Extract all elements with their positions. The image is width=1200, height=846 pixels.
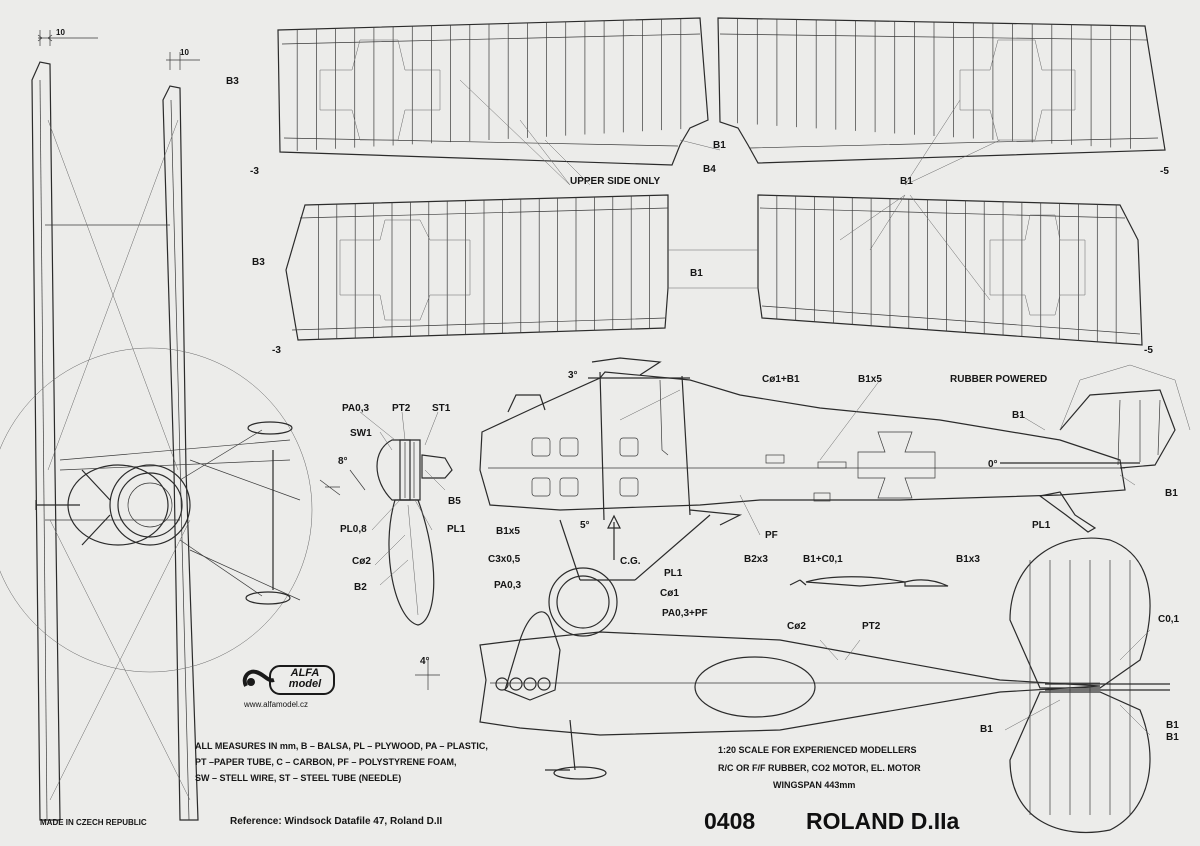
uw-label-b3: B3 <box>226 76 239 87</box>
legend-line-2: PT –PAPER TUBE, C – CARBON, PF – POLYSTY… <box>195 757 457 767</box>
uw-label-b1-center: B1 <box>713 140 726 151</box>
nose-label-pl08: PL0,8 <box>340 524 367 535</box>
fs-label-b1-tail: B1 <box>1012 410 1025 421</box>
plan-number: 0408 <box>704 808 756 834</box>
lw-label-b1: B1 <box>690 268 703 279</box>
lw-label-b3: B3 <box>252 257 265 268</box>
legend-line-1: ALL MEASURES IN mm, B – BALSA, PL – PLYW… <box>195 741 488 751</box>
fuselage-top-drawing <box>479 611 1101 780</box>
fs-label-pl1-skid: PL1 <box>1032 520 1051 531</box>
wheel-label-pa03pf: PA0,3+PF <box>662 608 708 619</box>
uw-label-b1-right: B1 <box>900 176 913 187</box>
nose-label-st1: ST1 <box>432 403 451 414</box>
nose-label-pa03: PA0,3 <box>342 403 370 414</box>
wheel-label-pl1: PL1 <box>664 568 683 579</box>
nose-label-c2: Cø2 <box>352 556 371 567</box>
nose-label-8deg: 8° <box>338 456 348 467</box>
nose-label-sw1: SW1 <box>350 428 372 439</box>
nose-parts-drawing <box>319 411 453 626</box>
fs-label-cg: C.G. <box>620 556 641 567</box>
top-label-c01: C0,1 <box>1158 614 1180 625</box>
alfa-logo: ALFA model <box>238 662 338 696</box>
scale-line-1: 1:20 SCALE FOR EXPERIENCED MODELLERS <box>718 745 917 755</box>
section-label-b1c01: B1+C0,1 <box>803 554 843 565</box>
lower-wing-drawing <box>285 194 1143 346</box>
nose-label-pl1: PL1 <box>447 524 466 535</box>
top-label-c2: Cø2 <box>787 621 806 632</box>
fs-label-pf: PF <box>765 530 778 541</box>
fs-label-3deg: 3° <box>568 370 578 381</box>
fs-label-0deg: 0° <box>988 459 998 470</box>
fs-label-b1x5-low: B1x5 <box>496 526 520 537</box>
top-label-b1-right2: B1 <box>1166 732 1179 743</box>
tail-top-drawing <box>1004 537 1170 834</box>
made-in: MADE IN CZECH REPUBLIC <box>40 818 147 827</box>
front-view <box>0 30 313 821</box>
section-label-b2x3: B2x3 <box>744 554 768 565</box>
nose-label-b2: B2 <box>354 582 367 593</box>
fs-label-rubber: RUBBER POWERED <box>950 374 1048 385</box>
dim-label-2: 10 <box>180 48 189 57</box>
lw-label-minus3: -3 <box>272 345 281 356</box>
brand-url: www.alfamodel.cz <box>244 700 309 709</box>
scale-line-3: WINGSPAN 443mm <box>773 780 856 790</box>
top-label-b1-right1: B1 <box>1166 720 1179 731</box>
wheel-label-c1: Cø1 <box>660 588 679 599</box>
sections-drawing <box>789 576 949 587</box>
fs-label-5deg: 5° <box>580 520 590 531</box>
top-label-pt2: PT2 <box>862 621 881 632</box>
top-label-4deg: 4° <box>420 656 430 667</box>
nose-label-pt2: PT2 <box>392 403 411 414</box>
scale-line-2: R/C OR F/F RUBBER, CO2 MOTOR, EL. MOTOR <box>718 763 921 773</box>
fs-label-b1-skid: B1 <box>1165 488 1178 499</box>
uw-label-minus5: -5 <box>1160 166 1169 177</box>
reference: Reference: Windsock Datafile 47, Roland … <box>230 816 443 827</box>
uw-label-b4: B4 <box>703 164 716 175</box>
upper-wing-drawing <box>277 17 1166 186</box>
uw-note-upper-side: UPPER SIDE ONLY <box>570 176 661 187</box>
fs-label-b1x5-top: B1x5 <box>858 374 882 385</box>
alfa-logo-text: ALFA model <box>288 667 322 690</box>
alfa-logo-icon <box>242 665 335 695</box>
plan-title: ROLAND D.IIa <box>806 808 960 834</box>
lw-label-minus5: -5 <box>1144 345 1153 356</box>
dim-label-1: 10 <box>56 28 65 37</box>
fs-label-c3x05: C3x0,5 <box>488 554 521 565</box>
nose-label-b5: B5 <box>448 496 461 507</box>
legend-line-3: SW – STELL WIRE, ST – STEEL TUBE (NEEDLE… <box>195 773 402 783</box>
section-label-b1x3: B1x3 <box>956 554 980 565</box>
wheel-label-pa03: PA0,3 <box>494 580 522 591</box>
uw-label-minus3: -3 <box>250 166 259 177</box>
top-label-b1-left: B1 <box>980 724 993 735</box>
fs-label-c1b1: Cø1+B1 <box>762 374 800 385</box>
fuselage-side-drawing <box>479 357 1191 637</box>
